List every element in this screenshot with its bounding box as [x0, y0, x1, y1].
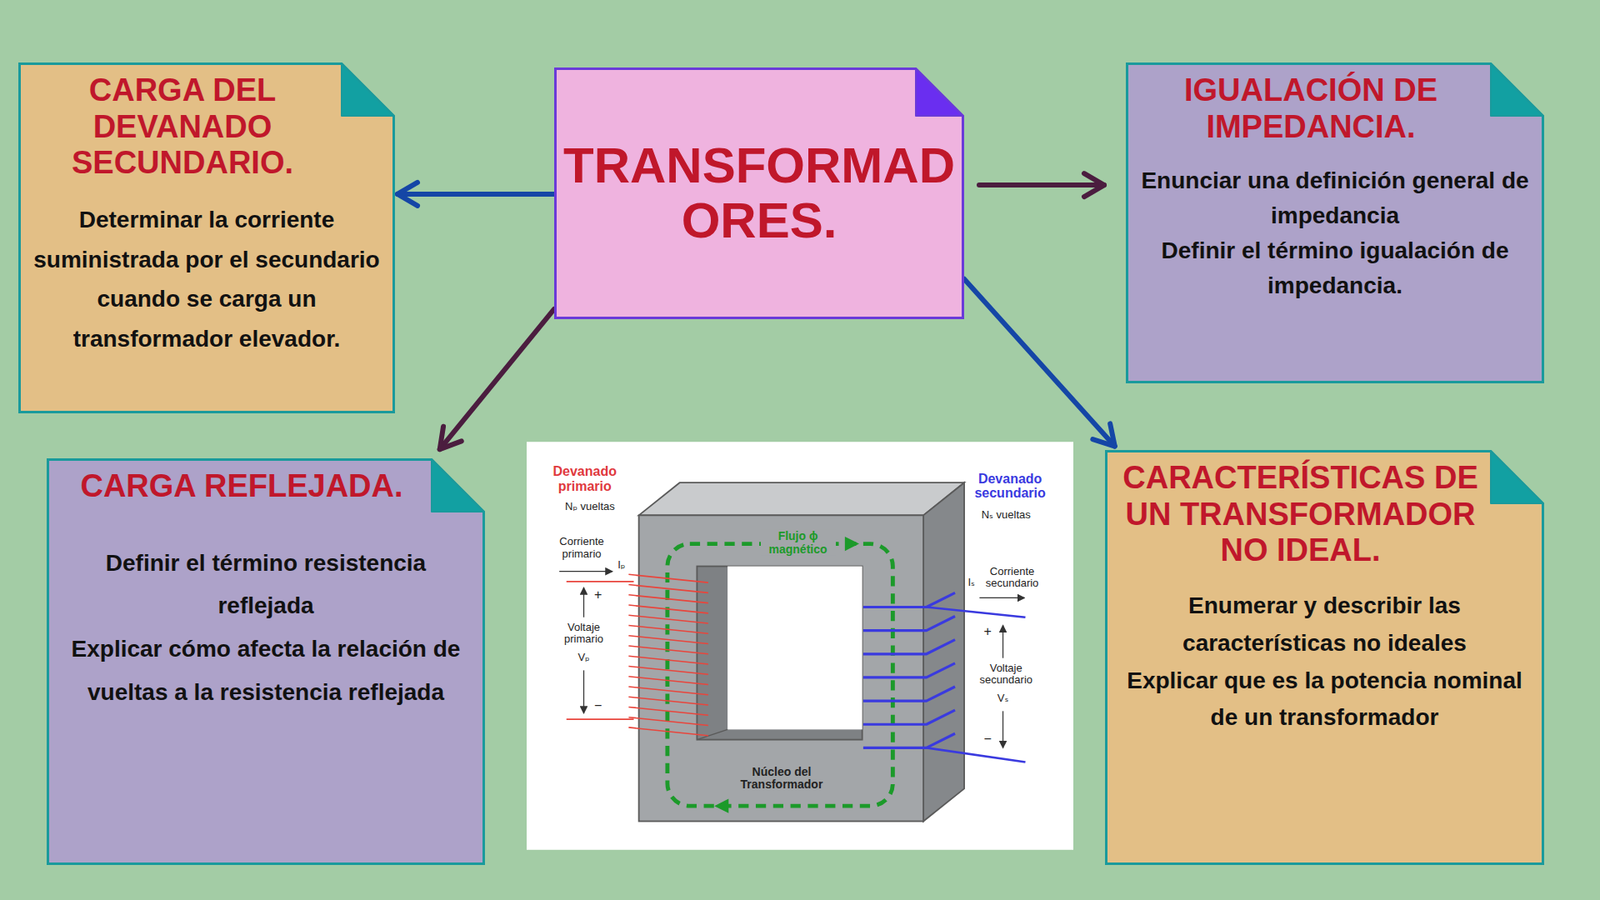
note-outline: [1127, 64, 1544, 383]
folded-corner: [431, 460, 485, 513]
note-outline: [555, 69, 964, 319]
signal-name: Iₚ: [617, 559, 625, 571]
connector: [964, 279, 1115, 447]
current-label: Corriente secundario: [979, 565, 1046, 590]
signal-name: Vₚ: [577, 651, 590, 664]
secondary-lead: [926, 606, 1026, 617]
connector: [397, 182, 555, 206]
note-heading: CARACTERÍSTICAS DE UN TRANSFORMADOR NO I…: [1115, 460, 1535, 570]
note-box: CARGA REFLEJADA. Definir el término resis…: [46, 458, 485, 865]
folded-corner: [1490, 451, 1544, 505]
note-box: IGUALACIÓN DE IMPEDANCIA. Enunciar una de…: [1125, 62, 1545, 384]
voltage-arrow: [583, 670, 585, 713]
arrow-head: [1092, 423, 1115, 446]
note-heading: CARGA REFLEJADA.: [56, 468, 475, 505]
flux-path: [667, 544, 893, 807]
note-heading: IGUALACIÓN DE IMPEDANCIA.: [1135, 72, 1535, 145]
folded-corner: [915, 69, 964, 117]
core-front-face: [639, 515, 924, 821]
winding-label: Devanado secundario: [964, 471, 1056, 501]
note-text: Explicar que es la potencia nominal de u…: [1115, 662, 1535, 738]
topic-title: TRANSFORMADORES.: [559, 138, 960, 249]
core-label: Núcleo del Transformador: [729, 765, 834, 791]
arrow-head: [1084, 173, 1105, 197]
note-outline: [48, 460, 485, 865]
primary-lead: [566, 580, 635, 583]
note-text: Definir el término igualación de impedan…: [1135, 233, 1535, 304]
primary-winding: [628, 574, 708, 735]
signal-name: Vₛ: [997, 692, 1010, 705]
arrow-head: [440, 426, 462, 450]
voltage-label: Voltaje secundario: [972, 662, 1040, 687]
current-label: Corriente primario: [548, 535, 615, 560]
primary-lead: [566, 718, 635, 720]
note-box: CARACTERÍSTICAS DE UN TRANSFORMADOR NO I…: [1105, 450, 1545, 865]
note-box: CARGA DEL DEVANADO SECUNDARIO. Determinar…: [18, 62, 395, 414]
connector-line: [397, 191, 555, 197]
flux-arrow: [845, 536, 860, 551]
note-outline: [20, 64, 395, 413]
note-heading: CARGA DEL DEVANADO SECUNDARIO.: [28, 72, 385, 182]
note-outline: [1106, 451, 1544, 865]
folded-corner: [1490, 64, 1544, 117]
current-arrow: [559, 570, 613, 572]
topic-box: TRANSFORMADORES.: [554, 67, 965, 320]
connector-line: [979, 182, 1105, 188]
polarity-sign: +: [594, 587, 602, 603]
note-text: Enunciar una definición general de imped…: [1135, 163, 1535, 234]
current-arrow: [979, 597, 1025, 599]
note-text: Definir el término resistencia reflejada: [56, 541, 475, 629]
flux-label: Flujo ϕ magnético: [760, 530, 836, 556]
connector: [979, 173, 1105, 197]
polarity-sign: −: [594, 698, 602, 714]
secondary-winding: [863, 592, 955, 748]
connector-line: [964, 279, 1115, 447]
arrow-head: [397, 182, 418, 206]
winding-label: Devanado primario: [547, 465, 623, 495]
core-window-opening: [727, 566, 863, 730]
signal-name: Iₛ: [967, 576, 975, 589]
voltage-label: Voltaje primario: [555, 621, 614, 646]
note-text: Determinar la corriente suministrada por…: [28, 200, 385, 359]
connector-line: [440, 309, 555, 450]
core-window: [696, 566, 862, 740]
illustration-ground: [526, 441, 1074, 850]
illustration-label-layer: Devanado primario Nₚ vueltasCorriente pri…: [526, 441, 1074, 850]
flux-arrow: [714, 799, 729, 814]
turns-label: Nₛ vueltas: [981, 509, 1031, 521]
turns-label: Nₚ vueltas: [565, 500, 615, 513]
voltage-arrow: [583, 587, 585, 617]
secondary-lead: [926, 747, 1026, 762]
voltage-arrow: [1002, 625, 1004, 659]
polarity-sign: +: [984, 624, 992, 640]
connector: [440, 309, 555, 450]
note-text: Enumerar y describir las características…: [1115, 587, 1535, 663]
folded-corner: [341, 64, 395, 117]
polarity-sign: −: [984, 732, 992, 748]
voltage-arrow: [1002, 710, 1004, 748]
note-text: Explicar cómo afecta la relación de vuel…: [56, 627, 475, 715]
core-top-face: [639, 482, 965, 515]
